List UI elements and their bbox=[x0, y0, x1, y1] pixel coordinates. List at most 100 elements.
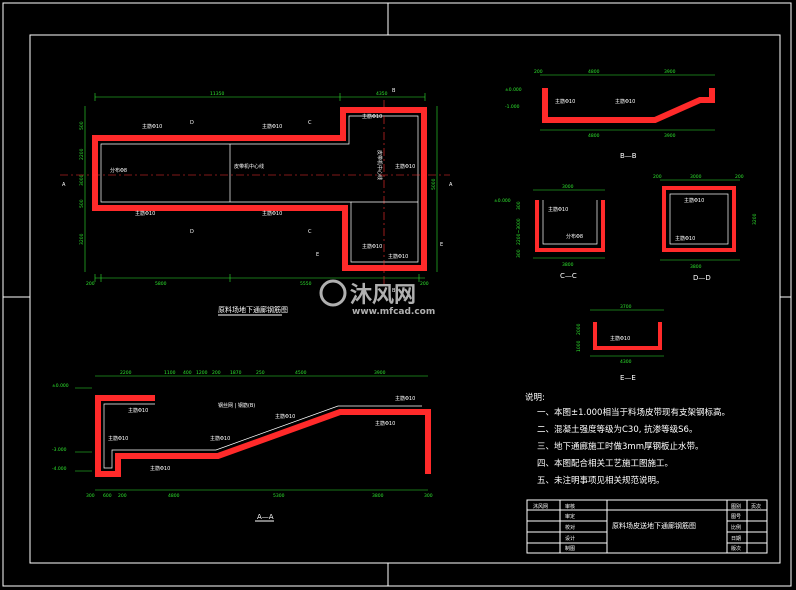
aa-rebar-label-4: 主筋Φ10 bbox=[275, 413, 295, 420]
plan-mark-d-bottom: D bbox=[190, 229, 194, 235]
section-aa: 2200 1100 400 1200 200 1870 250 4500 390… bbox=[52, 370, 433, 522]
cc-dim-side-2: 2200~3000 bbox=[516, 218, 522, 245]
aa-dim-top-5: 200 bbox=[212, 370, 221, 376]
aa-dim-top-2: 1100 bbox=[164, 370, 176, 376]
plan-dim-bottom-2: 5800 bbox=[155, 281, 167, 287]
aa-dim-top-8: 4500 bbox=[295, 370, 307, 376]
plan-mark-a-right: A bbox=[449, 182, 453, 188]
dd-rebar-label-2: 主筋Φ10 bbox=[675, 235, 695, 242]
svg-text:5000: 5000 bbox=[431, 178, 437, 190]
aa-level-2: -3.000 bbox=[52, 447, 67, 453]
plan-rebar-label-6: 主筋Φ10 bbox=[395, 163, 415, 170]
section-ee: 3700 4300 2000 1000 主筋Φ10 E—E bbox=[576, 304, 664, 382]
plan-mark-b-top: B bbox=[392, 88, 396, 94]
plan-dim-bottom-3: 5550 bbox=[300, 281, 312, 287]
watermark-logo-icon bbox=[319, 279, 347, 307]
dd-dim-top-2: 3000 bbox=[690, 174, 702, 180]
plan-dim-bottom-1: 200 bbox=[86, 281, 95, 287]
tb-row-2: 审定 bbox=[565, 513, 575, 520]
tb-row-3: 校对 bbox=[565, 524, 575, 531]
ee-title: E—E bbox=[620, 374, 636, 382]
bb-rebar-label-2: 主筋Φ10 bbox=[615, 98, 635, 105]
ee-dim-bottom: 4300 bbox=[620, 359, 632, 365]
tb-right-3: 日期 bbox=[731, 536, 741, 542]
notes-item-1: 一、本图±1.000相当于料场皮带现有支架钢标高。 bbox=[537, 407, 730, 418]
plan-rebar-label-1: 主筋Φ10 bbox=[142, 123, 162, 130]
cc-title: C—C bbox=[560, 272, 577, 280]
cc-rebar-label-1: 主筋Φ10 bbox=[548, 206, 568, 213]
cc-rebar-label-2: 分布Φ8 bbox=[566, 233, 583, 240]
cc-dim-side-3: 300 bbox=[516, 249, 522, 258]
aa-title: A—A bbox=[257, 513, 274, 521]
notes-item-4: 四、本图配合相关工艺施工图施工。 bbox=[537, 458, 673, 469]
bb-title: B—B bbox=[620, 152, 637, 160]
plan-dim-left-3: 3000 bbox=[79, 174, 85, 186]
plan-rebar-label-7: 主筋Φ10 bbox=[362, 243, 382, 250]
plan-inner-label-2: 皮带机中心线 bbox=[376, 150, 383, 180]
watermark: 沐风网 www.mfcad.com bbox=[319, 279, 435, 317]
plan-rebar-label-8: 主筋Φ10 bbox=[388, 253, 408, 260]
aa-rebar-label-2: 主筋Φ10 bbox=[108, 435, 128, 442]
cc-dim-bottom: 3800 bbox=[562, 262, 574, 268]
aa-dim-top-1: 2200 bbox=[120, 370, 132, 376]
bb-dim-bottom-1: 4800 bbox=[588, 133, 600, 139]
aa-dim-bottom-6: 3800 bbox=[372, 493, 384, 499]
aa-dim-bottom-2: 600 bbox=[103, 493, 112, 499]
notes-item-5: 五、未注明事项见相关规范说明。 bbox=[537, 475, 665, 486]
aa-level-1: ±0.000 bbox=[52, 383, 69, 389]
ee-dim-side-2: 1000 bbox=[576, 340, 582, 352]
plan-dim-left-4: 500 bbox=[79, 199, 85, 208]
title-block: 沐风网 审核 审定 校对 设计 制图 图别 页次 图号 比例 日期 版次 原料场… bbox=[526, 499, 768, 554]
notes-item-2: 二、混凝土强度等级为C30, 抗渗等级S6。 bbox=[537, 424, 697, 435]
tb-right-1: 图号 bbox=[731, 514, 741, 520]
plan-dim-bottom-4: 200 bbox=[420, 281, 429, 287]
plan-rebar-label-3: 主筋Φ10 bbox=[362, 113, 382, 120]
plan-rebar-label-5: 主筋Φ10 bbox=[262, 210, 282, 217]
plan-mark-c-bottom: C bbox=[308, 229, 312, 235]
aa-rebar-label-3: 主筋Φ10 bbox=[150, 465, 170, 472]
plan-inner-label-1: 皮带机中心线 bbox=[234, 163, 264, 170]
tb-row-5: 制图 bbox=[565, 545, 575, 552]
dd-dim-top-1: 200 bbox=[653, 174, 662, 180]
tb-drawing-title: 原料场皮送地下通廊钢筋图 bbox=[612, 521, 696, 530]
ee-rebar-label: 主筋Φ10 bbox=[610, 335, 630, 342]
plan-mark-d-top: D bbox=[190, 120, 194, 126]
aa-dim-top-3: 400 bbox=[183, 370, 192, 376]
plan-view: 11350 4350 200 5800 5550 200 500 2200 30… bbox=[60, 88, 453, 316]
tb-right-4: 版次 bbox=[731, 545, 741, 552]
section-cc: 3000 3800 ±0.000 300 2200~3000 300 主筋Φ10… bbox=[494, 184, 605, 280]
ee-dim-top: 3700 bbox=[620, 304, 632, 310]
aa-rebar-label-7: 主筋Φ10 bbox=[210, 435, 230, 442]
tb-row-4: 设计 bbox=[565, 535, 575, 542]
bb-rebar-label-1: 主筋Φ10 bbox=[555, 98, 575, 105]
cc-dim-top: 3000 bbox=[562, 184, 574, 190]
cc-level: ±0.000 bbox=[494, 198, 511, 204]
plan-dim-top-2: 4350 bbox=[376, 91, 388, 97]
plan-mark-a-left: A bbox=[62, 182, 66, 188]
bb-level-1: ±0.000 bbox=[505, 87, 522, 93]
section-dd: 200 3000 200 3800 3200 主筋Φ10 主筋Φ10 D—D bbox=[653, 174, 758, 282]
inner-frame bbox=[29, 34, 781, 564]
aa-note: 钢丝网 | 钢筋(B) bbox=[218, 402, 255, 409]
dd-title: D—D bbox=[693, 274, 711, 282]
plan-title: 原料场地下通廊钢筋图 bbox=[218, 305, 288, 314]
dd-rebar-label-1: 主筋Φ10 bbox=[684, 197, 704, 204]
plan-mark-b-bottom: B bbox=[392, 288, 396, 294]
notes-item-3: 三、地下通廊施工时做3mm厚钢板止水带。 bbox=[537, 441, 703, 452]
tb-row-1: 审核 bbox=[565, 503, 575, 510]
plan-dim-left-5: 3200 bbox=[79, 233, 85, 245]
tb-header-2: 页次 bbox=[751, 503, 761, 510]
plan-rebar-label-2: 主筋Φ10 bbox=[262, 123, 282, 130]
aa-dim-top-9: 3900 bbox=[374, 370, 386, 376]
aa-dim-top-7: 250 bbox=[256, 370, 265, 376]
aa-dim-bottom-3: 200 bbox=[118, 493, 127, 499]
bb-level-2: -1.000 bbox=[505, 104, 520, 110]
aa-dim-top-6: 1870 bbox=[230, 370, 242, 376]
plan-dim-left-2: 2200 bbox=[79, 148, 85, 160]
ee-dim-side-1: 2000 bbox=[576, 323, 582, 335]
watermark-brand: 沐风网 bbox=[350, 283, 416, 308]
aa-dim-bottom-7: 300 bbox=[424, 493, 433, 499]
plan-rebar-label-9: 分布Φ8 bbox=[110, 167, 127, 174]
dd-dim-bottom: 3800 bbox=[690, 264, 702, 270]
